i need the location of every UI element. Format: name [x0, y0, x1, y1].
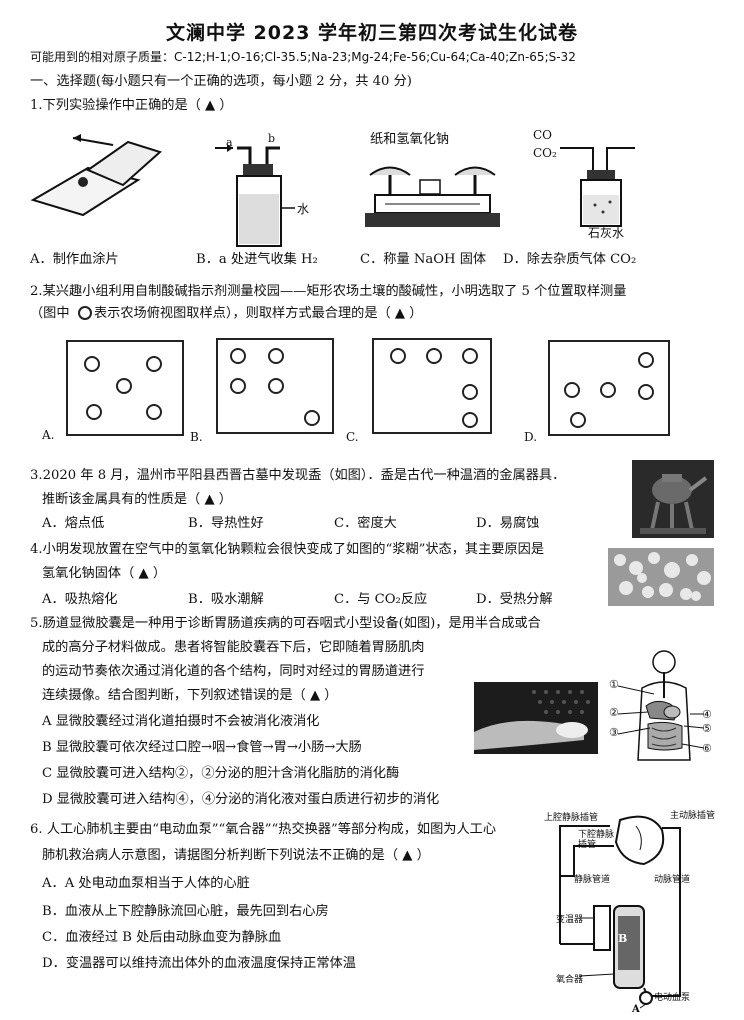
q1-label-co: CO: [533, 128, 553, 142]
sample-point: [390, 348, 406, 364]
sample-point: [146, 356, 162, 372]
q1-label-co2: CO₂: [533, 146, 557, 160]
q5-stem-line4: 连续摄像。结合图判断，下列叙述错误的是（ ▲ ）: [42, 688, 338, 703]
q4-option-d: D．受热分解: [476, 592, 553, 607]
q2-field-a: [66, 340, 184, 436]
q6-label-aorta: 主动脉插管: [670, 811, 716, 821]
q3-stem-line1: 3.2020 年 8 月，温州市平阳县西晋古墓中发现盉（如图）．盉是古代一种温酒…: [30, 468, 566, 483]
q5-option-d: D 显微胶囊可进入结构④，④分泌的消化液对蛋白质进行初步的消化: [42, 792, 440, 807]
q5-option-b: B 显微胶囊可依次经过口腔→咽→食管→胃→小肠→大肠: [42, 740, 362, 755]
sample-point: [230, 378, 246, 394]
q5-option-c: C 显微胶囊可进入结构②，②分泌的胆汁含消化脂肪的消化酶: [42, 766, 400, 781]
q1-fig-b-gas-bottle: [215, 144, 295, 247]
sample-point: [426, 348, 442, 364]
q3-option-c: C．密度大: [334, 516, 397, 531]
q3-bronze-vessel-photo: [632, 460, 714, 538]
q3-option-a: A．熔点低: [42, 516, 105, 531]
q1-fig-d-wash-bottle: [560, 147, 635, 227]
q6-label-artery-tube: 动脉管道: [654, 875, 691, 885]
sample-point-icon: [78, 306, 92, 320]
q2-label-c: C.: [346, 430, 359, 444]
q2-field-c: [372, 338, 492, 434]
q4-option-c: C．与 CO₂反应: [334, 592, 428, 607]
q6-option-d: D．变温器可以维持流出体外的血液温度保持正常体温: [42, 956, 356, 971]
sample-point: [268, 348, 284, 364]
sample-point: [84, 356, 100, 372]
q5-marker-6: ⑥: [702, 742, 712, 755]
q1-fig-a-slides: [30, 134, 162, 217]
q2-field-b: [216, 338, 334, 434]
q2-label-b: B.: [190, 430, 203, 444]
q6-heart-lung-machine-diagram: [559, 815, 681, 1009]
q5-stem-line1: 5.肠道显微胶囊是一种用于诊断胃肠道疾病的可吞咽式小型设备(如图)，是用半合成或…: [30, 616, 541, 631]
sample-point: [462, 348, 478, 364]
q4-naoh-paste-photo: [608, 548, 714, 606]
sample-point: [230, 348, 246, 364]
q4-stem-line2: 氢氧化钠固体（ ▲ ）: [42, 566, 167, 581]
q1-fig-c-balance: [365, 166, 500, 227]
q5-marker-3: ③: [609, 726, 619, 739]
q1-label-b: b: [268, 132, 276, 145]
q1-option-c: C．称量 NaOH 固体: [360, 252, 487, 267]
q1-label-limewater: 石灰水: [588, 226, 625, 240]
sample-point: [86, 404, 102, 420]
q6-option-b: B．血液从上下腔静脉流回心脏，最先回到右心房: [42, 904, 329, 919]
q2-label-d: D.: [524, 430, 538, 444]
sample-point: [462, 384, 478, 400]
q6-label-a: A: [632, 1004, 640, 1015]
q5-digestive-system-diagram: [617, 650, 705, 761]
q3-option-d: D．易腐蚀: [476, 516, 540, 531]
q5-stem-line3: 的运动节奏依次通过消化道的各个结构，同时对经过的胃肠道进行: [42, 664, 425, 679]
q6-option-a: A．A 处电动血泵相当于人体的心脏: [42, 876, 250, 891]
section-heading: 一、选择题(每小题只有一个正确的选项，每小题 2 分，共 40 分): [30, 74, 412, 89]
q5-marker-1: ①: [609, 678, 619, 691]
sample-point: [268, 378, 284, 394]
q5-marker-2: ②: [609, 706, 619, 719]
q3-stem-line2: 推断该金属具有的性质是（ ▲ ）: [42, 492, 232, 507]
q2-stem-line1: 2.某兴趣小组利用自制酸碱指示剂测量校园——矩形农场土壤的酸碱性，小明选取了 5…: [30, 284, 627, 299]
atomic-masses: 可能用到的相对原子质量：C-12;H-1;O-16;Cl-35.5;Na-23;…: [30, 50, 576, 64]
q5-option-a: A 显微胶囊经过消化道拍摄时不会被消化液消化: [42, 714, 320, 729]
sample-point: [304, 410, 320, 426]
sample-point: [570, 412, 586, 428]
q6-stem-line2: 肺机救治病人示意图，请据图分析判断下列说法不正确的是（ ▲ ）: [42, 848, 430, 863]
q6-label-oxygenator: 氧合器: [556, 975, 584, 985]
q2-field-d: [548, 340, 670, 436]
q6-stem-line1: 6. 人工心肺机主要由“电动血泵”“氧合器”“热交换器”等部分构成，如图为人工心: [30, 822, 497, 837]
q2-stem-line2-end: 表示农场俯视图取样点），则取样方式最合理的是（ ▲ ）: [94, 306, 423, 321]
q6-label-pump: 电动血泵: [654, 993, 691, 1003]
q4-option-a: A．吸热熔化: [42, 592, 118, 607]
q2-stem-line2-start: （图中: [30, 306, 70, 321]
sample-point: [638, 352, 654, 368]
q1-option-b: B．a 处进气收集 H₂: [196, 252, 318, 267]
q6-label-svc: 上腔静脉插管: [544, 813, 599, 823]
q5-capsule-photo: [474, 682, 598, 754]
q1-label-balance: 纸和氢氧化钠: [370, 132, 450, 147]
q6-option-c: C．血液经过 B 处后由动脉血变为静脉血: [42, 930, 282, 945]
q1-option-a: A．制作血涂片: [30, 252, 119, 267]
sample-point: [462, 412, 478, 428]
q4-option-b: B．吸水潮解: [188, 592, 264, 607]
q5-stem-line2: 成的高分子材料做成。患者将智能胶囊吞下后，它即随着胃肠肌肉: [42, 640, 425, 655]
q1-stem: 1.下列实验操作中正确的是（ ▲ ）: [30, 98, 233, 113]
page-title: 文澜中学 2023 学年初三第四次考试生化试卷: [165, 22, 579, 44]
q1-option-d: D．除去杂质气体 CO₂: [503, 252, 637, 267]
q6-label-ivc: 下腔静脉插管: [578, 830, 615, 850]
sample-point: [564, 382, 580, 398]
q4-stem-line1: 4.小明发现放置在空气中的氢氧化钠颗粒会很快变成了如图的“浆糊”状态，其主要原因…: [30, 542, 544, 557]
q6-label-vein-tube: 静脉管道: [574, 875, 611, 885]
q1-label-a: a: [226, 136, 233, 149]
q1-label-water: 水: [297, 202, 310, 216]
q6-label-b: B: [618, 932, 628, 945]
q6-label-heat-exchanger: 变温器: [556, 915, 584, 925]
sample-point: [146, 404, 162, 420]
sample-point: [116, 378, 132, 394]
q5-marker-5: ⑤: [702, 722, 712, 735]
sample-point: [638, 384, 654, 400]
q3-option-b: B．导热性好: [188, 516, 264, 531]
sample-point: [600, 382, 616, 398]
q5-marker-4: ④: [702, 708, 712, 721]
q2-label-a: A.: [42, 428, 55, 442]
